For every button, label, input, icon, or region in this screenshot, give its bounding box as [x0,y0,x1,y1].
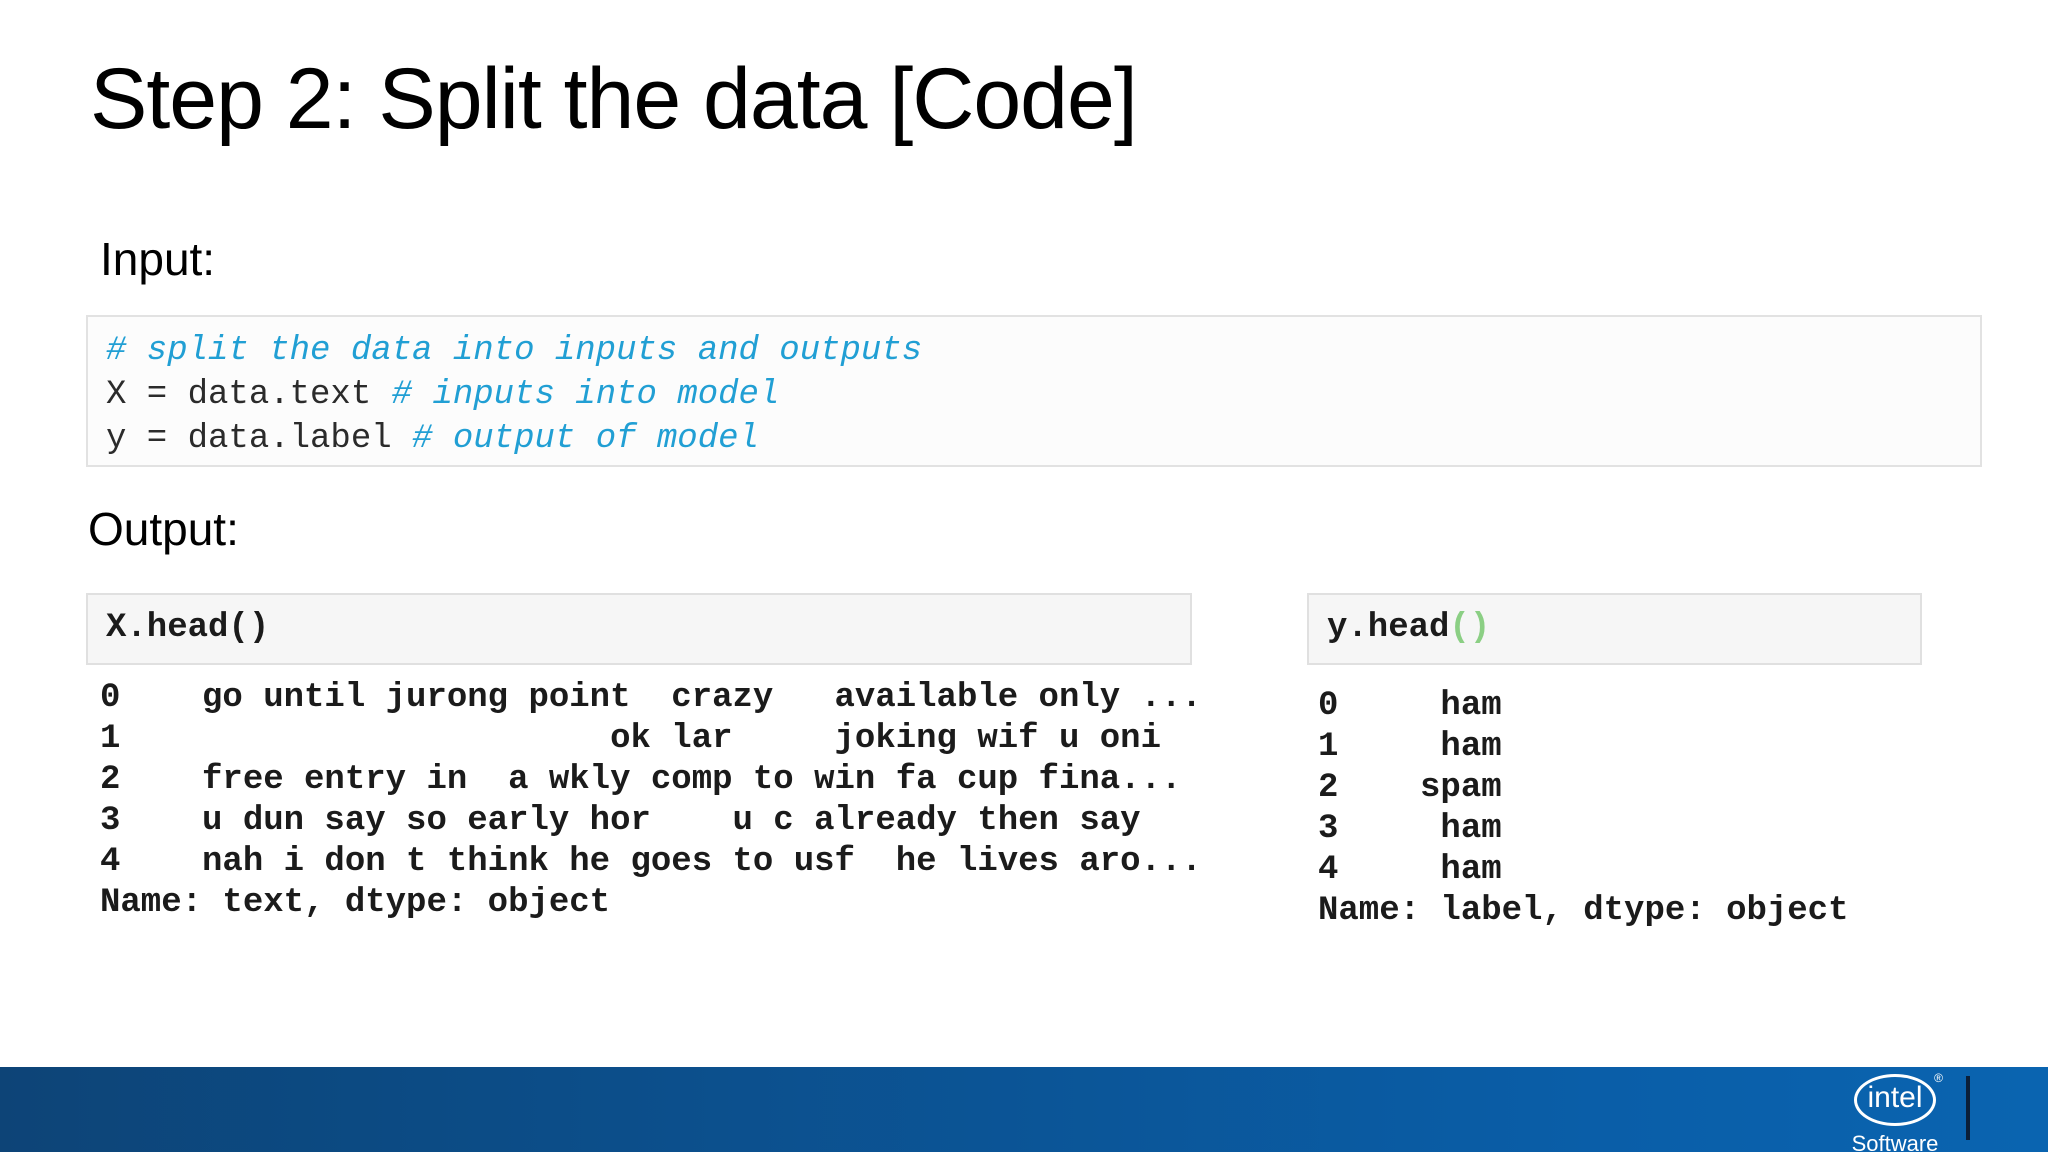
code-statement: X = data.text [106,376,392,414]
output-section-label: Output: [88,503,239,555]
intel-software-label: Software [1851,1131,1939,1152]
code-statement: y = data.label [106,420,413,458]
intel-software-logo: intel ® Software [1845,1071,1945,1152]
y-head-output: 0 ham 1 ham 2 spam 3 ham 4 ham Name: lab… [1318,687,1849,930]
x-head-code: X.head() [106,609,270,647]
code-comment: # output of model [412,420,759,458]
code-line-2: X = data.text # inputs into model [106,373,1980,417]
code-input-box: # split the data into inputs and outputs… [86,315,1982,467]
y-head-parens: () [1449,609,1491,647]
page-title: Step 2: Split the data [Code] [90,51,1138,147]
x-head-output: 0 go until jurong point crazy available … [100,679,1202,922]
code-comment: # split the data into inputs and outputs [106,332,923,370]
registered-trademark-icon: ® [1934,1071,1943,1085]
y-head-code-text: y.head [1327,609,1450,647]
x-head-cell: X.head() [86,593,1192,665]
footer-bar: intel ® Software [0,1067,2048,1152]
y-head-code: y.head() [1309,595,1920,661]
input-section-label: Input: [100,233,216,285]
code-line-3: y = data.label # output of model [106,417,1980,461]
code-line-1: # split the data into inputs and outputs [106,329,1980,373]
intel-brand-text: intel [1867,1081,1923,1114]
y-head-cell: y.head() [1307,593,1922,665]
code-comment: # inputs into model [391,376,780,414]
intel-logo-oval-icon: intel ® [1854,1071,1943,1126]
footer-divider [1966,1076,1970,1140]
